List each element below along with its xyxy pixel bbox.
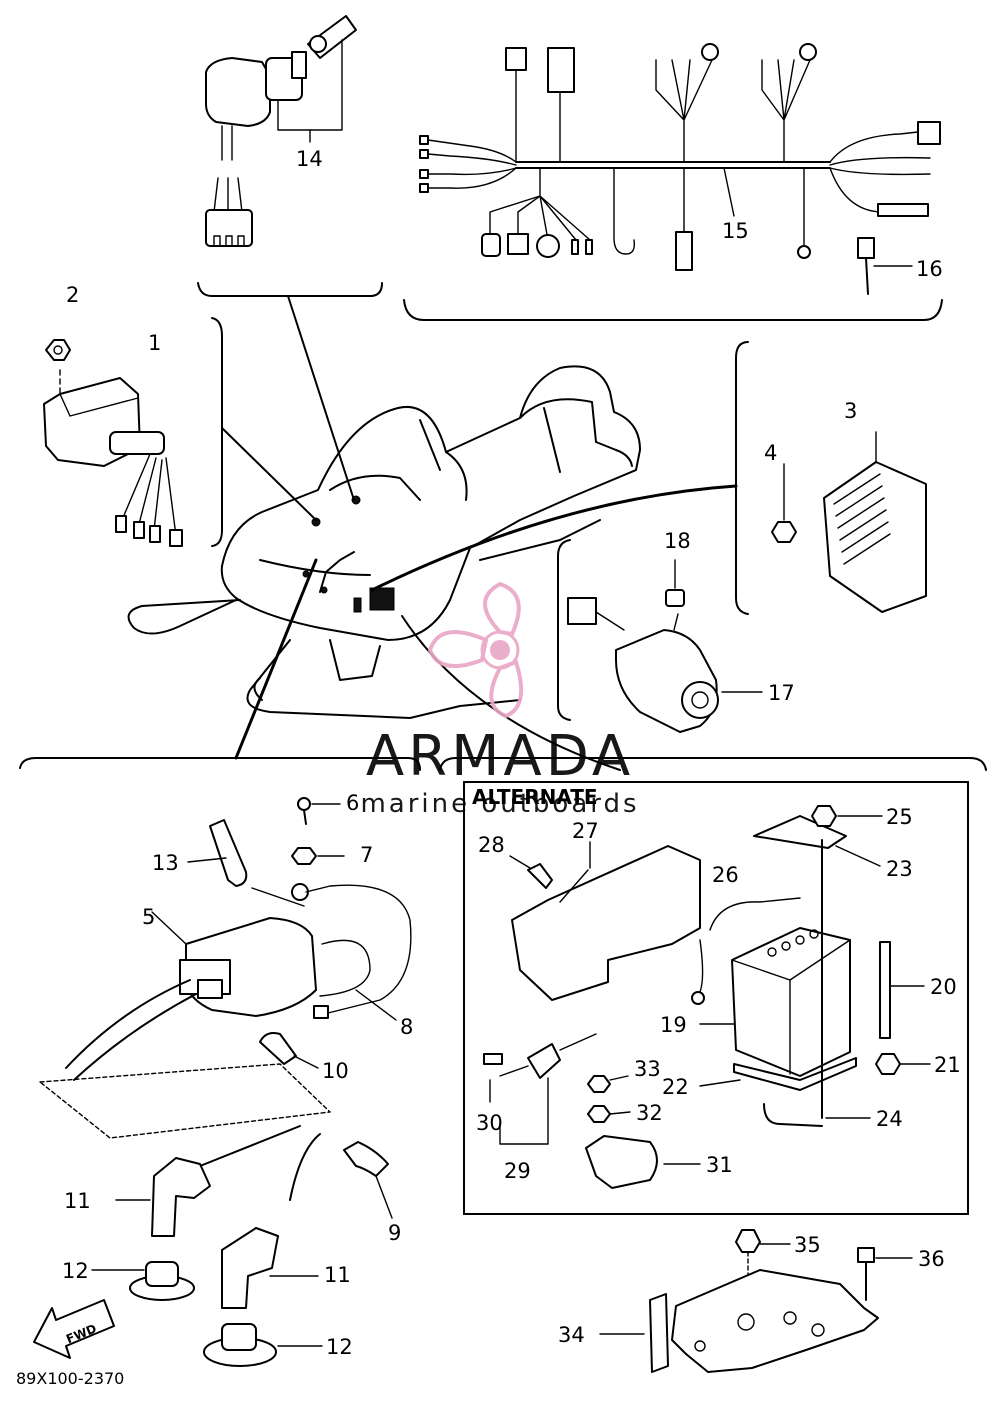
part-30-fuse-holder [483,1033,597,1145]
part-2-nut [45,339,71,361]
callout-19: 19 [660,1013,687,1037]
part-32-nut [587,1105,631,1123]
alternate-box [463,781,969,1215]
part-16-screw [857,237,913,295]
callout-9: 9 [388,1221,401,1245]
callout-3: 3 [844,399,857,423]
part-14-main-switch [205,15,357,247]
callout-21: 21 [934,1053,961,1077]
part-21-nut [875,1053,931,1075]
callout-11-left: 11 [64,1189,91,1213]
part-15-wire-harness [419,43,941,271]
part-27-battery-case [511,841,701,1001]
callout-14: 14 [296,147,323,171]
section-brackets [19,282,987,771]
part-1-cdi-unit [43,369,183,547]
callout-1: 1 [148,331,161,355]
callout-8: 8 [400,1015,413,1039]
callout-2: 2 [66,283,79,307]
part-33-nut [587,1075,629,1093]
part-36-bolt [857,1247,913,1301]
callout-35: 35 [794,1233,821,1257]
callout-4: 4 [764,441,777,465]
part-28-screw [509,855,553,889]
callout-34: 34 [558,1323,585,1347]
callout-20: 20 [930,975,957,999]
location-leader-lines [221,295,738,771]
propeller-logo-icon [427,581,524,719]
watermark-tagline: marine outboards [360,789,639,819]
callout-26: 26 [712,863,739,887]
callout-12-left: 12 [62,1259,89,1283]
fwd-arrow-icon [33,1299,115,1359]
part-12-cover-right [203,1323,323,1367]
diagram-code: 89X100-2370 [16,1369,124,1388]
callout-27: 27 [572,819,599,843]
callout-30: 30 [476,1111,503,1135]
callout-24: 24 [876,1107,903,1131]
callout-25: 25 [886,805,913,829]
callout-labels: 1 2 3 4 5 6 7 8 9 10 11 11 12 12 13 14 1… [62,147,961,1359]
part-34-bracket [599,1269,879,1373]
part-8-ground-lead [291,883,412,1021]
part-4-nut [771,463,797,543]
callout-23: 23 [886,857,913,881]
callout-17: 17 [768,681,795,705]
plug-cap-assembly [39,1063,331,1201]
part-6-screw [297,797,341,825]
callout-5: 5 [142,905,155,929]
callout-36: 36 [918,1247,945,1271]
callout-28: 28 [478,833,505,857]
part-24-rod [763,839,871,1127]
part-3-rectifier [823,431,927,613]
callout-18: 18 [664,529,691,553]
snowmobile-illustration [127,365,641,719]
part-19-battery [699,927,851,1077]
callout-29: 29 [504,1159,531,1183]
part-25-nut [811,805,883,827]
callout-32: 32 [636,1101,663,1125]
callout-10: 10 [322,1059,349,1083]
part-10-clamp [259,1032,319,1069]
callout-6: 6 [346,791,359,815]
watermark-brand: ARMADA [366,724,634,789]
part-26-battery-lead [691,897,801,1005]
alternate-label: ALTERNATE [472,785,598,809]
part-17-starter-relay [567,597,763,733]
callout-33: 33 [634,1057,661,1081]
part-5-ignition-coil [65,887,317,1081]
part-31-relay [585,1135,701,1189]
part-22-pad [699,1057,857,1091]
callout-12-right: 12 [326,1335,353,1359]
part-9-clamp [343,1141,393,1219]
callout-31: 31 [706,1153,733,1177]
callout-22: 22 [662,1075,689,1099]
callout-15: 15 [722,219,749,243]
labels: ALTERNATE FWD 89X100-2370 [16,785,598,1388]
part-13-clamp [187,819,248,887]
part-11-plug-cap-left [115,1157,211,1237]
callout-11-right: 11 [324,1263,351,1287]
callout-13: 13 [152,851,179,875]
part-20-breather-pipe [879,941,925,1039]
callout-7: 7 [360,843,373,867]
armada-watermark: ARMADA marine outboards [360,581,639,819]
part-11-plug-cap-right [221,1227,319,1309]
part-7-nut [291,847,345,865]
part-12-cover-left [91,1261,195,1301]
part-18-collar [665,559,685,607]
callout-16: 16 [916,257,943,281]
